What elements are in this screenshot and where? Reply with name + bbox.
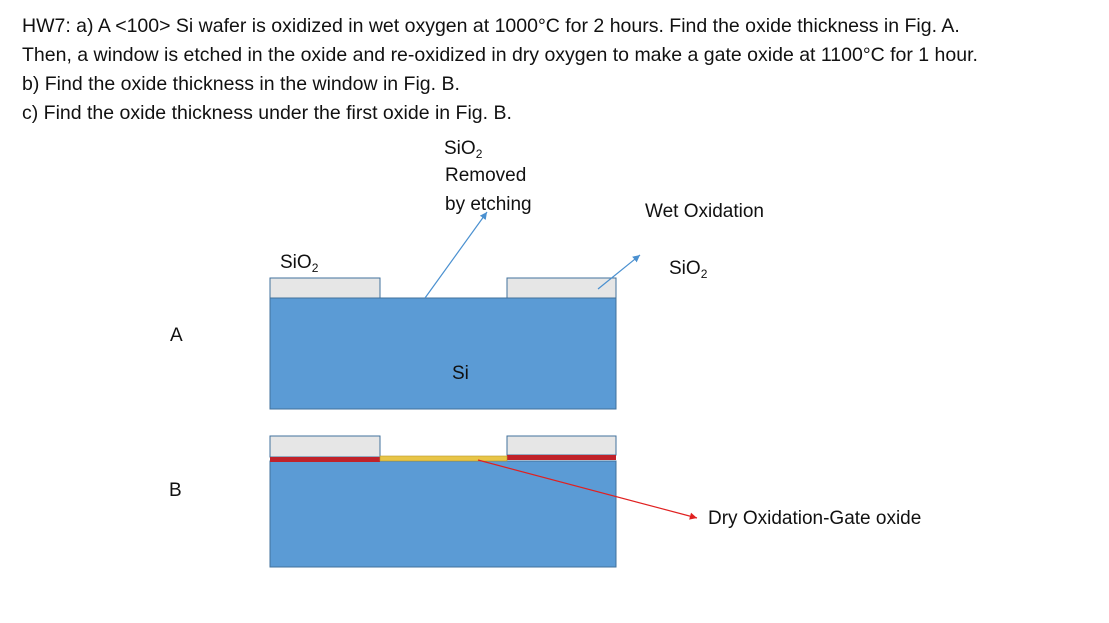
- removed-label-line-2: by etching: [445, 194, 532, 215]
- dry-oxidation-label: Dry Oxidation-Gate oxide: [708, 508, 922, 529]
- sio2-left-label: SiO2: [280, 252, 319, 275]
- fig-b-oxide-left: [269, 435, 381, 458]
- sio2-removed-label: SiO2: [444, 138, 483, 161]
- question-line-1: HW7: a) A <100> Si wafer is oxidized in …: [22, 15, 960, 37]
- sio2-right-label: SiO2: [669, 258, 708, 281]
- question-line-2: Then, a window is etched in the oxide an…: [22, 44, 978, 66]
- fig-b-gate-oxide: [379, 455, 508, 462]
- fig-a-oxide-left: [269, 277, 381, 299]
- fig-a-silicon-substrate: [269, 297, 617, 410]
- si-label: Si: [452, 363, 469, 384]
- fig-b-silicon-substrate: [269, 460, 617, 568]
- question-line-4: c) Find the oxide thickness under the fi…: [22, 102, 512, 124]
- fig-b-dry-oxide-left: [270, 457, 380, 462]
- removed-label-line-1: Removed: [445, 165, 527, 186]
- dry-oxidation-arrow: [477, 459, 698, 520]
- fig-b-oxide-right: [506, 435, 617, 456]
- wet-oxidation-arrow: [597, 254, 641, 290]
- figure-a-label: A: [170, 325, 183, 346]
- question-line-3: b) Find the oxide thickness in the windo…: [22, 73, 460, 95]
- fig-a-oxide-right: [506, 277, 617, 299]
- removed-by-etching-arrow: [424, 211, 488, 299]
- figure-b-label: B: [169, 480, 182, 501]
- wet-oxidation-label: Wet Oxidation: [645, 201, 764, 222]
- fig-b-dry-oxide-right: [507, 455, 616, 460]
